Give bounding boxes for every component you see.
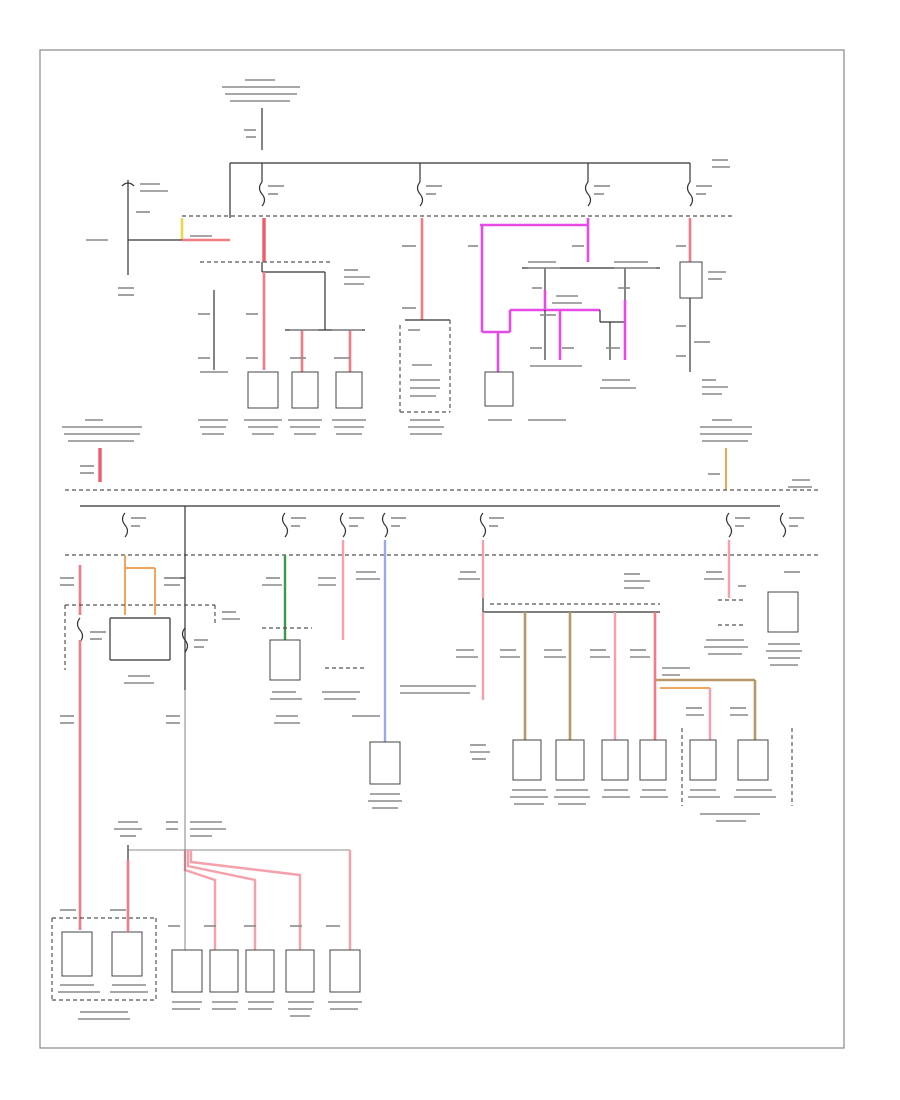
relay-box bbox=[61, 931, 93, 977]
top-fuse-symbols bbox=[258, 181, 712, 207]
component-box bbox=[269, 639, 301, 681]
component-box bbox=[329, 949, 361, 993]
magenta-circuit bbox=[468, 218, 660, 372]
component-box bbox=[245, 949, 275, 993]
component-box bbox=[484, 371, 514, 407]
lower-left-section bbox=[51, 555, 362, 1020]
diagram-border bbox=[39, 49, 845, 1049]
top-source-label bbox=[222, 79, 300, 102]
middle-section bbox=[62, 419, 818, 690]
component-box bbox=[285, 949, 315, 993]
component-box bbox=[369, 741, 401, 785]
component-box bbox=[171, 949, 203, 993]
component-box bbox=[601, 739, 629, 781]
lower-fuse-symbols bbox=[121, 512, 804, 538]
component-box bbox=[209, 949, 239, 993]
component-box bbox=[247, 371, 279, 409]
component-box bbox=[737, 739, 769, 781]
lower-right-section bbox=[400, 540, 802, 822]
component-box bbox=[335, 371, 363, 409]
component-box bbox=[512, 739, 542, 781]
component-box bbox=[291, 371, 319, 409]
component-box bbox=[767, 591, 799, 633]
component-box bbox=[689, 739, 717, 781]
component-box bbox=[679, 261, 703, 299]
lower-middle-section bbox=[262, 540, 402, 809]
component-box bbox=[555, 739, 585, 781]
circuit-breaker bbox=[121, 180, 168, 213]
top-section bbox=[86, 79, 735, 435]
component-box bbox=[639, 739, 667, 781]
relay-box bbox=[111, 931, 143, 977]
